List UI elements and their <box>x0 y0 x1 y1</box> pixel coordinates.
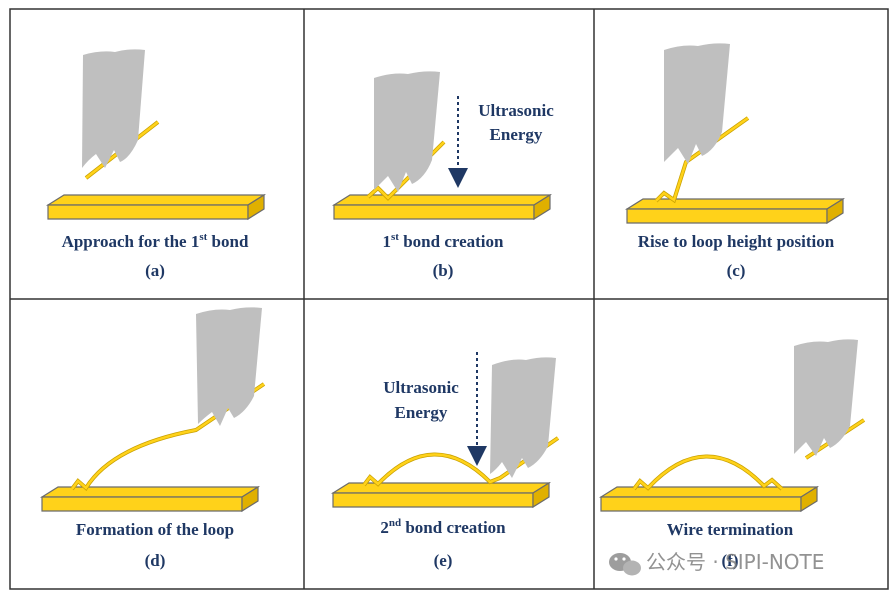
watermark: 公众号 · SIPI-NOTE <box>609 550 824 576</box>
panel-grid <box>9 8 889 590</box>
panel-f: Wire termination (f) <box>598 339 866 570</box>
label-e: (e) <box>434 551 453 570</box>
wechat-icon <box>609 553 641 576</box>
bond-pad <box>45 193 267 221</box>
capillary-tool <box>82 49 145 169</box>
bonding-wire <box>362 436 560 487</box>
label-b: (b) <box>433 261 454 280</box>
panel-b: Ultrasonic Energy 1st bond creation (b) <box>331 71 554 280</box>
caption-c: Rise to loop height position <box>638 232 835 251</box>
label-f: (f) <box>722 551 739 570</box>
energy-label-line1: Ultrasonic <box>383 378 459 397</box>
capillary-tool <box>664 43 730 165</box>
panel-d: Formation of the loop (d) <box>39 307 266 570</box>
bond-pad <box>330 481 552 509</box>
panel-e: Ultrasonic Energy 2nd bond creation (e) <box>330 352 560 570</box>
caption-e: 2nd bond creation <box>380 517 506 537</box>
panel-a: Approach for the 1st bond (a) <box>45 49 267 280</box>
capillary-tool <box>490 357 556 478</box>
bond-pad <box>39 485 261 513</box>
caption-b: 1st bond creation <box>383 231 505 251</box>
bond-pad <box>598 485 820 513</box>
energy-label-line2: Energy <box>490 125 543 144</box>
capillary-tool <box>794 339 858 456</box>
caption-f: Wire termination <box>667 520 794 539</box>
capillary-tool <box>374 71 440 192</box>
bond-pad <box>624 197 846 225</box>
label-d: (d) <box>145 551 166 570</box>
energy-label-line2: Energy <box>395 403 448 422</box>
watermark-text: 公众号 · SIPI-NOTE <box>646 550 824 574</box>
bonding-wire <box>70 382 266 492</box>
panel-c: Rise to loop height position (c) <box>624 43 846 280</box>
capillary-tool <box>196 307 262 426</box>
energy-label-line1: Ultrasonic <box>478 101 554 120</box>
label-a: (a) <box>145 261 165 280</box>
caption-a: Approach for the 1st bond <box>62 231 249 251</box>
caption-d: Formation of the loop <box>76 520 234 539</box>
label-c: (c) <box>727 261 746 280</box>
bond-pad <box>331 193 553 221</box>
